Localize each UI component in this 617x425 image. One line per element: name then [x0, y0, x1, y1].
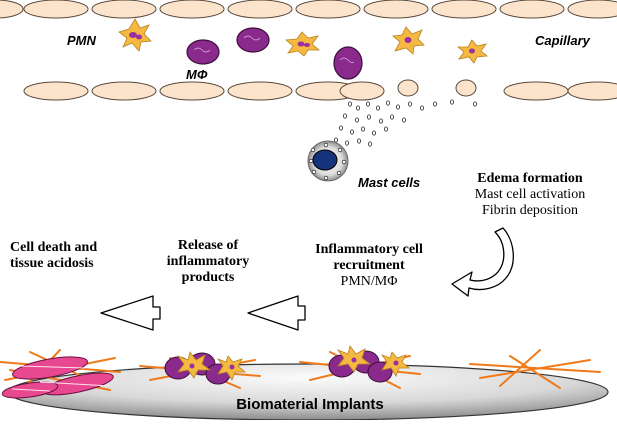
mast-cell	[307, 140, 349, 182]
damaged-cells	[1, 356, 114, 399]
capillary-wall-top	[0, 0, 617, 19]
recruitment-line-2: recruitment	[333, 258, 405, 274]
macrophage-label: MΦ	[186, 67, 208, 82]
pmn-cell	[392, 26, 425, 55]
pmn-label: PMN	[67, 33, 96, 48]
recruitment-block: Inflammatory cell recruitment PMN/MΦ	[296, 242, 442, 290]
capillary-label: Capillary	[535, 33, 590, 48]
release-line-1: Release of	[177, 238, 239, 253]
mast-cells-label: Mast cells	[358, 175, 421, 190]
pmn-cells	[118, 18, 488, 64]
left-arrow-icon	[247, 295, 306, 331]
release-block: Release of inflammatory products	[146, 238, 270, 286]
pmn-cell	[118, 18, 152, 52]
recruited-cells-center	[328, 345, 411, 383]
capillary-wall-bottom	[23, 79, 617, 101]
edema-line-1: Mast cell activation	[474, 187, 586, 203]
cell-death-block: Cell death and tissue acidosis	[10, 240, 150, 272]
pmn-cell	[285, 31, 321, 57]
edema-title: Edema formation	[477, 171, 583, 186]
edema-block: Edema formation Mast cell activation Fib…	[452, 171, 608, 219]
cell-death-line-1: Cell death and	[10, 240, 98, 255]
recruitment-line-1: Inflammatory cell	[315, 242, 423, 257]
cell-death-line-2: tissue acidosis	[10, 256, 94, 272]
implant-label: Biomaterial Implants	[236, 396, 384, 413]
left-arrow-icon	[100, 295, 161, 331]
granule-dots	[334, 99, 477, 147]
release-line-3: products	[181, 270, 235, 286]
macrophage-cell	[236, 27, 270, 53]
pmn-cell	[456, 39, 488, 64]
curved-arrow-icon	[451, 227, 514, 297]
edema-line-2: Fibrin deposition	[481, 203, 579, 219]
macrophage-cell	[186, 39, 220, 65]
macrophage-cell	[333, 46, 363, 80]
macrophage-cells	[186, 27, 363, 80]
release-line-2: inflammatory	[166, 254, 250, 270]
recruited-cells-left	[164, 351, 247, 385]
recruitment-line-3: PMN/MΦ	[340, 274, 398, 290]
